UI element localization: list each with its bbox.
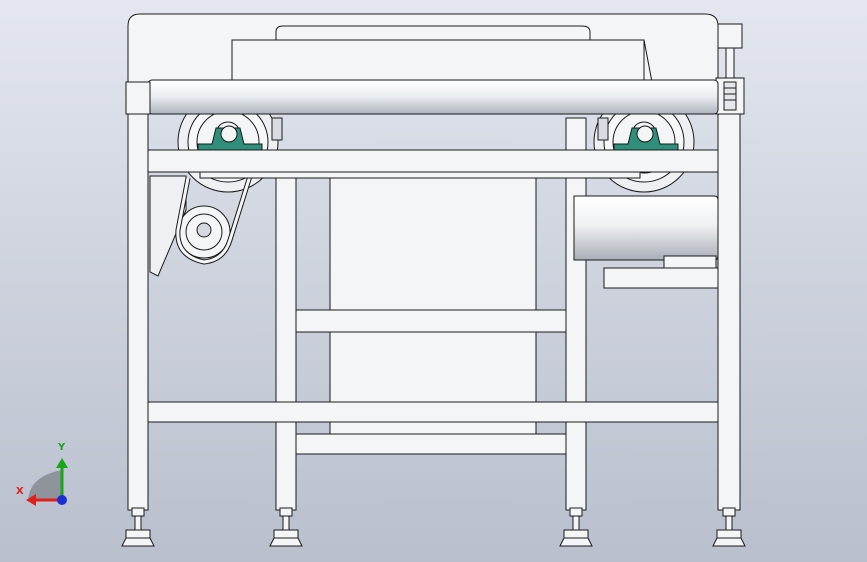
bottom-cross-rail: [295, 433, 567, 455]
head-roller: [147, 79, 719, 115]
leveling-feet: [121, 507, 746, 547]
motor-mount-plate: [149, 175, 187, 277]
cover-handle: [275, 25, 591, 42]
y-axis-label: Y: [58, 442, 66, 453]
center-panel: [329, 171, 537, 435]
right-outer-leg: [717, 111, 741, 511]
x-axis-label: X: [16, 486, 24, 497]
electrical-box: [717, 23, 743, 49]
motor-bracket: [603, 267, 719, 289]
upper-cross-rail: [147, 149, 719, 173]
motor-body: [573, 195, 719, 261]
middle-cross-rail: [295, 309, 567, 333]
left-shaft-block: [125, 81, 151, 115]
left-inner-leg: [275, 169, 297, 511]
left-outer-leg: [127, 111, 149, 511]
upper-panel: [231, 39, 645, 85]
chain-guard-rail: [199, 171, 641, 179]
coordinate-triad-icon: [26, 458, 68, 506]
lower-cross-rail: [147, 401, 719, 423]
